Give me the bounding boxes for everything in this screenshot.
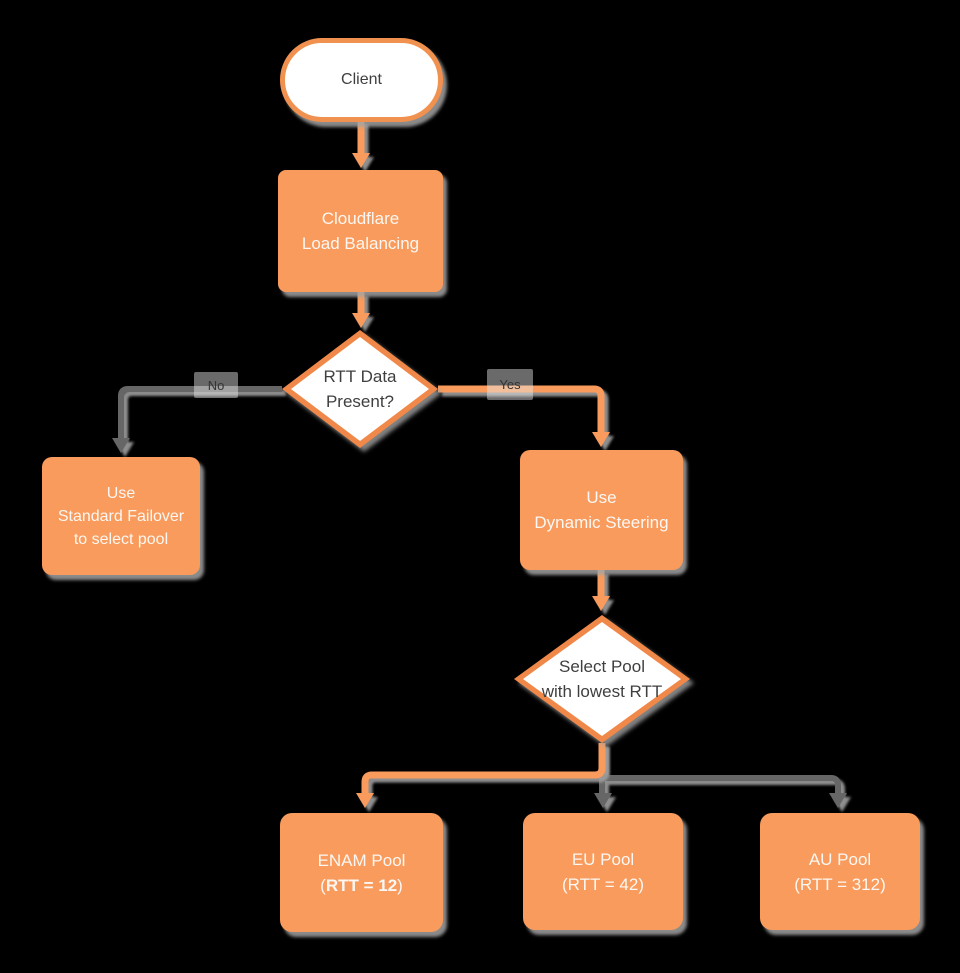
enam-pool-rtt: (RTT = 12) bbox=[320, 875, 403, 895]
edge-label-no: No bbox=[194, 372, 238, 398]
arrowhead-au-pool bbox=[829, 793, 847, 808]
edge-load-balancing-to-decision bbox=[352, 292, 370, 328]
node-load-balancing: Cloudflare Load Balancing bbox=[278, 170, 443, 292]
node-enam-pool: ENAM Pool (RTT = 12) bbox=[280, 813, 443, 932]
au-pool-rtt: (RTT = 312) bbox=[794, 874, 886, 894]
edge-dynamic-steering-to-select-pool bbox=[592, 570, 610, 611]
node-load-balancing-label: Cloudflare Load Balancing bbox=[301, 209, 420, 253]
edge-client-to-load-balancing bbox=[352, 120, 370, 168]
node-rtt-decision-label: RTT Data Present? bbox=[323, 367, 397, 411]
node-standard-failover-label: Use Standard Failover to select pool bbox=[57, 484, 185, 548]
arrowhead-rtt-decision bbox=[352, 313, 370, 328]
node-eu-pool: EU Pool (RTT = 42) bbox=[523, 813, 683, 930]
edge-label-yes-text: Yes bbox=[499, 377, 521, 392]
node-rtt-decision: RTT Data Present? bbox=[282, 330, 438, 448]
arrowhead-load-balancing bbox=[352, 153, 370, 168]
node-select-pool: Select Pool with lowest RTT bbox=[514, 615, 690, 743]
node-standard-failover: Use Standard Failover to select pool bbox=[42, 457, 200, 575]
edge-label-yes: Yes bbox=[487, 369, 533, 400]
edge-select-pool-to-enam-pool bbox=[356, 743, 606, 808]
node-dynamic-steering: Use Dynamic Steering bbox=[520, 450, 683, 570]
node-au-pool: AU Pool (RTT = 312) bbox=[760, 813, 920, 930]
au-pool-name: AU Pool bbox=[808, 849, 872, 869]
edge-decision-yes-to-dynamic-steering bbox=[438, 385, 610, 447]
edge-decision-no-to-standard-failover bbox=[112, 386, 282, 453]
eu-pool-rtt: (RTT = 42) bbox=[561, 874, 645, 894]
edge-label-no-text: No bbox=[207, 377, 225, 393]
edge-select-pool-to-au-pool bbox=[602, 775, 847, 808]
arrowhead-standard-failover bbox=[112, 438, 130, 453]
node-client-label: Client bbox=[341, 71, 382, 88]
node-client: Client bbox=[280, 38, 443, 122]
arrowhead-dynamic-steering bbox=[592, 432, 610, 447]
node-dynamic-steering-label: Use Dynamic Steering bbox=[534, 488, 669, 532]
enam-pool-name: ENAM Pool bbox=[317, 850, 406, 870]
eu-pool-name: EU Pool bbox=[571, 849, 635, 869]
node-select-pool-label: Select Pool with lowest RTT bbox=[541, 657, 663, 701]
arrowhead-select-pool bbox=[592, 596, 610, 611]
arrowhead-enam-pool bbox=[356, 793, 374, 808]
arrowhead-eu-pool bbox=[594, 793, 612, 808]
